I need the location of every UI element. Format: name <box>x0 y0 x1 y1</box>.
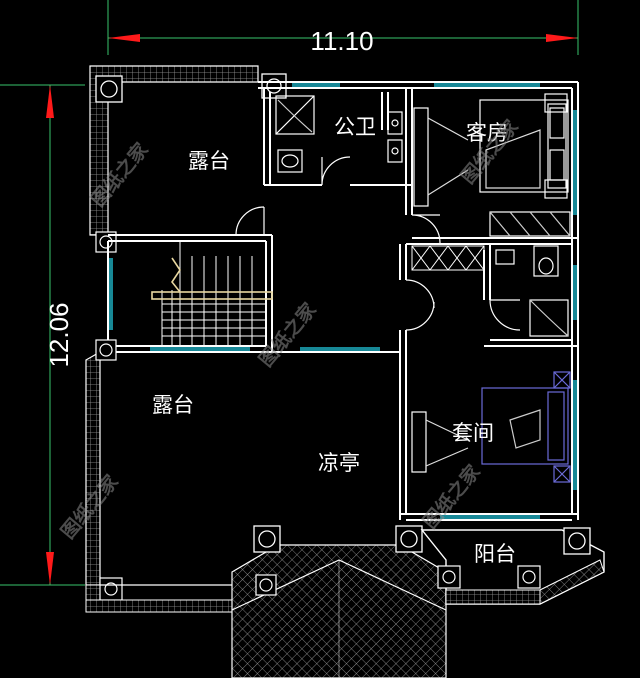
windows <box>109 83 577 519</box>
suite-furniture <box>411 371 571 483</box>
room-label-public-bath: 公卫 <box>334 115 376 139</box>
doors <box>235 156 521 331</box>
arrow-down-icon <box>46 552 54 585</box>
watermark: 图纸之家 <box>418 459 485 533</box>
dimension-top: 11.10 <box>107 0 579 56</box>
terrace-top-parapet <box>89 65 287 253</box>
pavilion-roof <box>231 525 447 678</box>
staircase <box>151 241 273 346</box>
arrow-right-icon <box>546 34 578 42</box>
dimension-width-label: 11.10 <box>310 26 373 56</box>
terrace-left-parapet <box>85 339 233 613</box>
watermark: 图纸之家 <box>254 297 321 371</box>
room-label-suite: 套间 <box>452 421 494 445</box>
guest-bed-icon <box>479 99 569 193</box>
suite-toilet-icon <box>533 245 559 277</box>
room-label-guest-room: 客房 <box>466 121 508 145</box>
suite-bath-fixtures <box>495 245 569 337</box>
dimension-height-label: 12.06 <box>44 302 74 367</box>
room-label-terrace-left: 露台 <box>152 393 194 417</box>
suite-bed-icon <box>481 387 569 465</box>
balcony <box>420 527 605 605</box>
wardrobe-row <box>411 245 485 271</box>
toilet-icon <box>277 149 303 173</box>
room-label-balcony: 阳台 <box>474 542 516 566</box>
arrow-left-icon <box>108 34 140 42</box>
arrow-up-icon <box>46 85 54 118</box>
room-label-pavilion: 凉亭 <box>318 451 360 475</box>
public-bath-fixtures <box>275 95 403 173</box>
guest-room-furniture <box>413 93 571 237</box>
room-label-terrace-top: 露台 <box>188 149 230 173</box>
dimension-left: 12.06 <box>0 84 85 586</box>
